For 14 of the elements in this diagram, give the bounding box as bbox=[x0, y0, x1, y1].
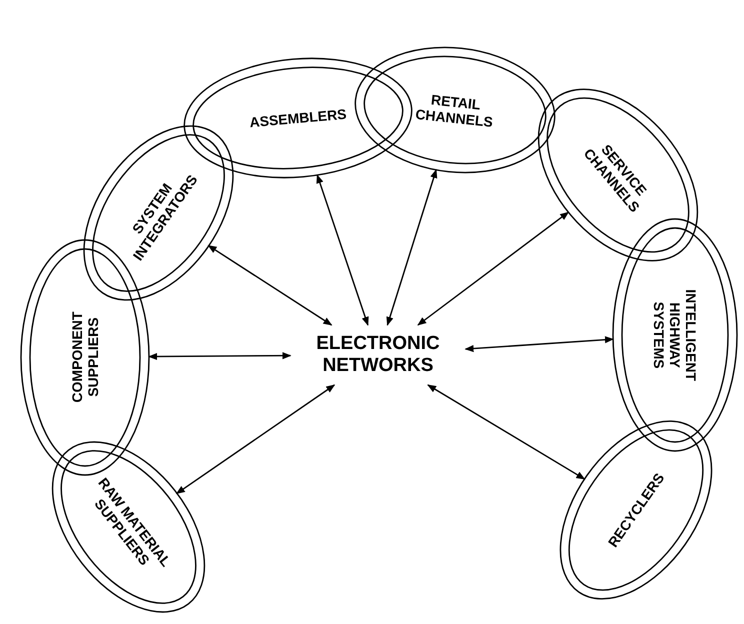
double-arrow bbox=[176, 384, 336, 494]
center-label: ELECTRONIC NETWORKS bbox=[315, 333, 441, 377]
double-arrow bbox=[464, 336, 614, 352]
double-arrow bbox=[208, 244, 332, 326]
node-label: ASSEMBLERS bbox=[248, 104, 348, 132]
double-arrow bbox=[148, 352, 292, 360]
node-label: RETAIL CHANNELS bbox=[414, 90, 495, 132]
double-oval-node bbox=[613, 219, 737, 451]
double-arrow bbox=[417, 212, 570, 326]
double-arrow bbox=[386, 169, 438, 326]
node-label: COMPONENT SUPPLIERS bbox=[68, 310, 102, 404]
node-label: INTELLIGENT HIGHWAY SYSTEMS bbox=[650, 288, 700, 383]
double-arrow bbox=[316, 174, 369, 326]
double-arrow bbox=[427, 384, 586, 480]
